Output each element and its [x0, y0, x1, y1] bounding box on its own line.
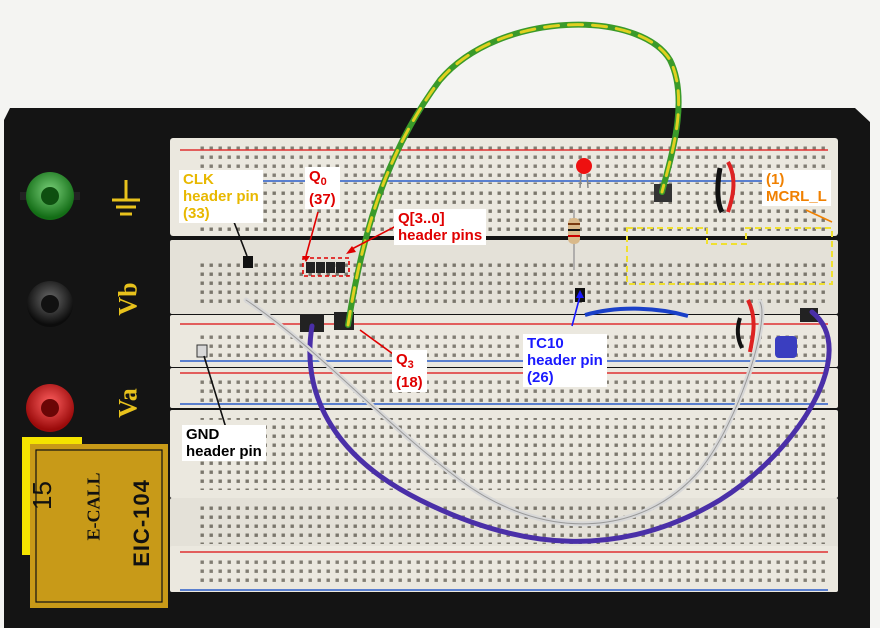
tc10-label-desc: header pin — [527, 352, 603, 369]
q0-label-pin: (37) — [309, 191, 336, 208]
purple-wire — [307, 309, 832, 544]
q-bus-header-pins — [306, 262, 345, 273]
q3-label-name: Q3 — [396, 351, 414, 371]
tc10-label: TC10 header pin (26) — [523, 334, 607, 387]
gnd-label: GND header pin — [182, 425, 266, 461]
station-number: 15 — [26, 481, 57, 510]
capacitor — [775, 336, 797, 358]
tc10-label-pin: (26) — [527, 369, 554, 386]
gnd-label-desc: header pin — [186, 443, 262, 460]
gnd-label-name: GND — [186, 426, 220, 443]
clk-label-name: CLK — [183, 171, 214, 188]
q3-label-pin: (18) — [396, 374, 423, 391]
clk-label: CLK header pin (33) — [179, 170, 263, 223]
ground-symbol-icon — [112, 180, 140, 216]
model-name: EIC-104 — [128, 479, 154, 567]
terminal-posts — [20, 172, 80, 432]
blue-jumper-wire — [584, 306, 689, 318]
brand-name: E-CALL — [83, 472, 104, 541]
brand-plate — [30, 444, 168, 608]
q3-label: Q3 (18) — [392, 350, 427, 392]
mcrl-label-name: MCRL_L — [766, 188, 827, 205]
terminal-label-va: Va — [113, 388, 143, 418]
mcrl-label-pin: (1) — [766, 171, 785, 188]
clk-label-desc: header pin — [183, 188, 259, 205]
terminal-label-vb: Vb — [113, 282, 143, 316]
q-bus-label-desc: header pins — [398, 227, 483, 244]
q0-label-name: Q0 — [309, 168, 327, 188]
led — [576, 158, 592, 174]
q-bus-label: Q[3..0] header pins — [394, 209, 487, 245]
q-bus-highlight-box — [302, 257, 350, 277]
mcrl-label: (1) MCRL_L — [762, 170, 831, 206]
mcrl-highlight-box — [626, 227, 833, 285]
clk-label-pin: (33) — [183, 205, 210, 222]
tc10-label-name: TC10 — [527, 335, 564, 352]
q0-label: Q0 (37) — [305, 167, 340, 209]
q-bus-label-name: Q[3..0] — [398, 210, 445, 227]
